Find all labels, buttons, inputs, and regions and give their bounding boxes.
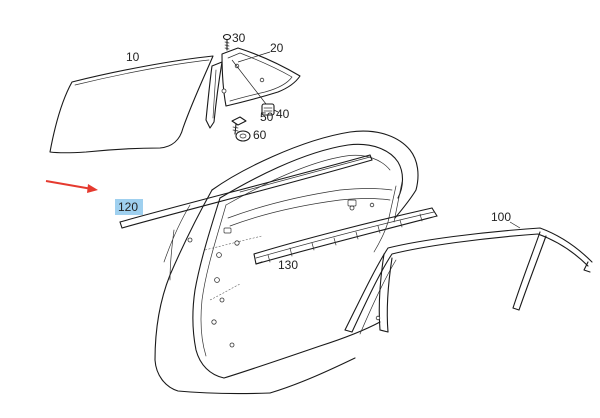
callout-130: 130 bbox=[278, 258, 298, 272]
callout-100: 100 bbox=[491, 210, 511, 224]
callout-40: 40 bbox=[276, 107, 290, 121]
part-30-screw bbox=[222, 33, 232, 51]
part-60-grommet bbox=[235, 130, 251, 142]
part-130-inner-belt-seal bbox=[253, 207, 438, 265]
callout-30: 30 bbox=[232, 31, 246, 45]
callout-120-highlight bbox=[115, 199, 143, 215]
callout-120: 120 bbox=[118, 200, 138, 214]
door-frame bbox=[154, 130, 419, 395]
part-50-bolt bbox=[231, 116, 247, 135]
part-20-quarter-window bbox=[205, 47, 301, 129]
callout-50: 50 bbox=[260, 110, 274, 124]
callout-20: 20 bbox=[270, 41, 284, 55]
callout-60: 60 bbox=[253, 128, 267, 142]
callout-10: 10 bbox=[126, 50, 140, 64]
red-pointer-arrow bbox=[45, 180, 98, 193]
part-100-window-channel bbox=[344, 227, 593, 335]
part-120-belt-weatherstrip bbox=[119, 154, 373, 229]
part-10-window-glass bbox=[49, 55, 214, 154]
part-40-clip-nut bbox=[261, 103, 275, 116]
